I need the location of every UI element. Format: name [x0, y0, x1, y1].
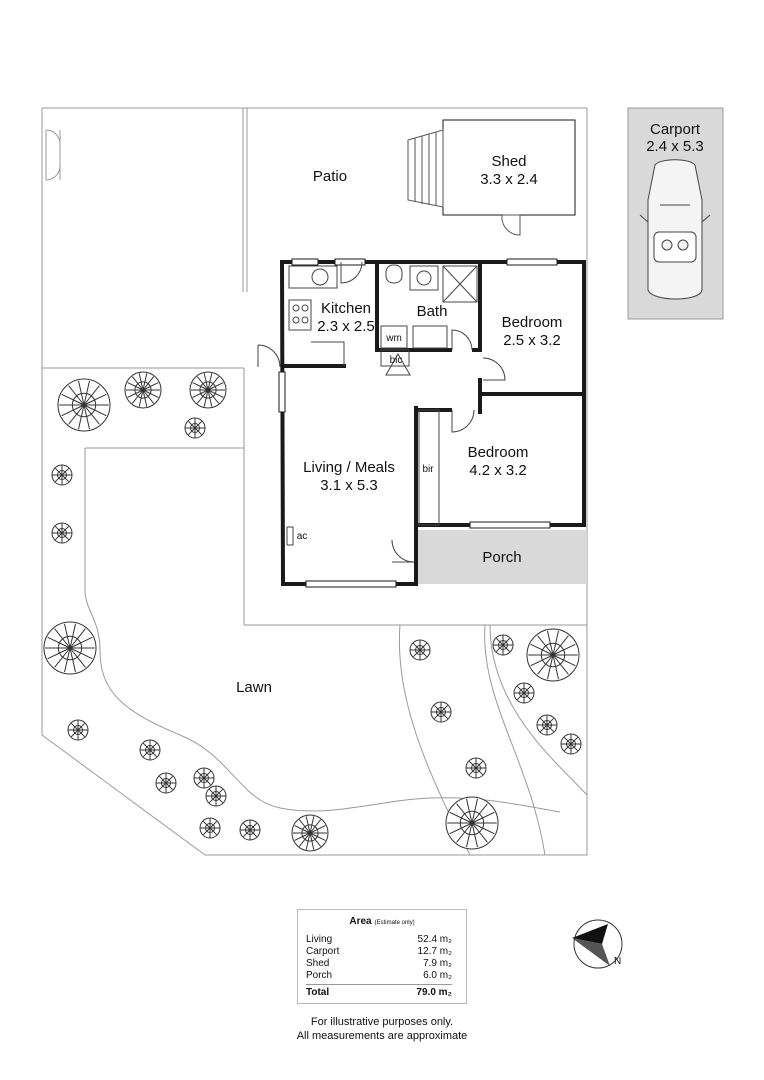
tree-icon [205, 785, 227, 807]
tree-icon [492, 634, 514, 656]
ac-label: ac [297, 531, 308, 542]
tree-icon [51, 464, 73, 486]
tree-icon [239, 819, 261, 841]
kitchen-fixtures [286, 264, 478, 546]
tree-icon [513, 682, 535, 704]
tree-icon [465, 757, 487, 779]
lawn-label: Lawn [236, 679, 272, 696]
tree-icon [445, 796, 499, 850]
tree-icon [51, 522, 73, 544]
tree-icon [139, 739, 161, 761]
tree-icon [57, 378, 111, 432]
shed: Shed 3.3 x 2.4 [407, 119, 576, 236]
area-subtitle: (Estimate only) [374, 920, 415, 926]
shed-dims: 3.3 x 2.4 [480, 171, 538, 188]
tree-icon [189, 371, 227, 409]
living-name: Living / Meals [303, 459, 395, 476]
tree-icon [67, 719, 89, 741]
living-dims: 3.1 x 5.3 [320, 477, 378, 494]
footnote-line1: For illustrative purposes only. [310, 1016, 454, 1028]
bedroom2-name: Bedroom [468, 444, 529, 461]
tree-icon [193, 767, 215, 789]
tree-icon [155, 772, 177, 794]
tree-icon [526, 628, 580, 682]
bedroom2-dims: 4.2 x 3.2 [469, 462, 527, 479]
tree-icon [560, 733, 582, 755]
tree-icon [199, 817, 221, 839]
tree-icon [43, 621, 97, 675]
bath-name: Bath [417, 303, 448, 320]
site-boundary [41, 107, 588, 856]
north-arrow-icon: N [572, 919, 623, 969]
kitchen-name: Kitchen [321, 300, 371, 317]
porch-name: Porch [482, 549, 521, 566]
house: Kitchen 2.3 x 2.5 Bath Bedroom 2.5 x 3.2… [257, 258, 587, 588]
tree-icon [430, 701, 452, 723]
tree-icon [291, 814, 329, 852]
patio-label: Patio [313, 168, 347, 185]
bedroom1-name: Bedroom [502, 314, 563, 331]
shed-ramp [407, 129, 444, 208]
wm-label: wm [385, 333, 402, 344]
car-icon [639, 159, 711, 300]
trees [43, 371, 582, 852]
carport-name: Carport [650, 121, 701, 138]
tree-icon [124, 371, 162, 409]
shed-name: Shed [491, 153, 526, 170]
kitchen-dims: 2.3 x 2.5 [317, 318, 375, 335]
tree-icon [409, 639, 431, 661]
porch-fill [416, 530, 587, 584]
tree-icon [184, 417, 206, 439]
tree-icon [536, 714, 558, 736]
footnote-line2: All measurements are approximate [296, 1030, 468, 1042]
bic-label: bic [390, 355, 403, 366]
carport: Carport 2.4 x 5.3 [627, 107, 724, 320]
bedroom1-dims: 2.5 x 3.2 [503, 332, 561, 349]
area-title: Area(Estimate only) [349, 916, 415, 927]
north-label: N [614, 956, 621, 967]
bir-label: bir [422, 464, 434, 475]
carport-dims: 2.4 x 5.3 [646, 138, 704, 155]
footnote: For illustrative purposes only. All meas… [262, 1015, 502, 1043]
